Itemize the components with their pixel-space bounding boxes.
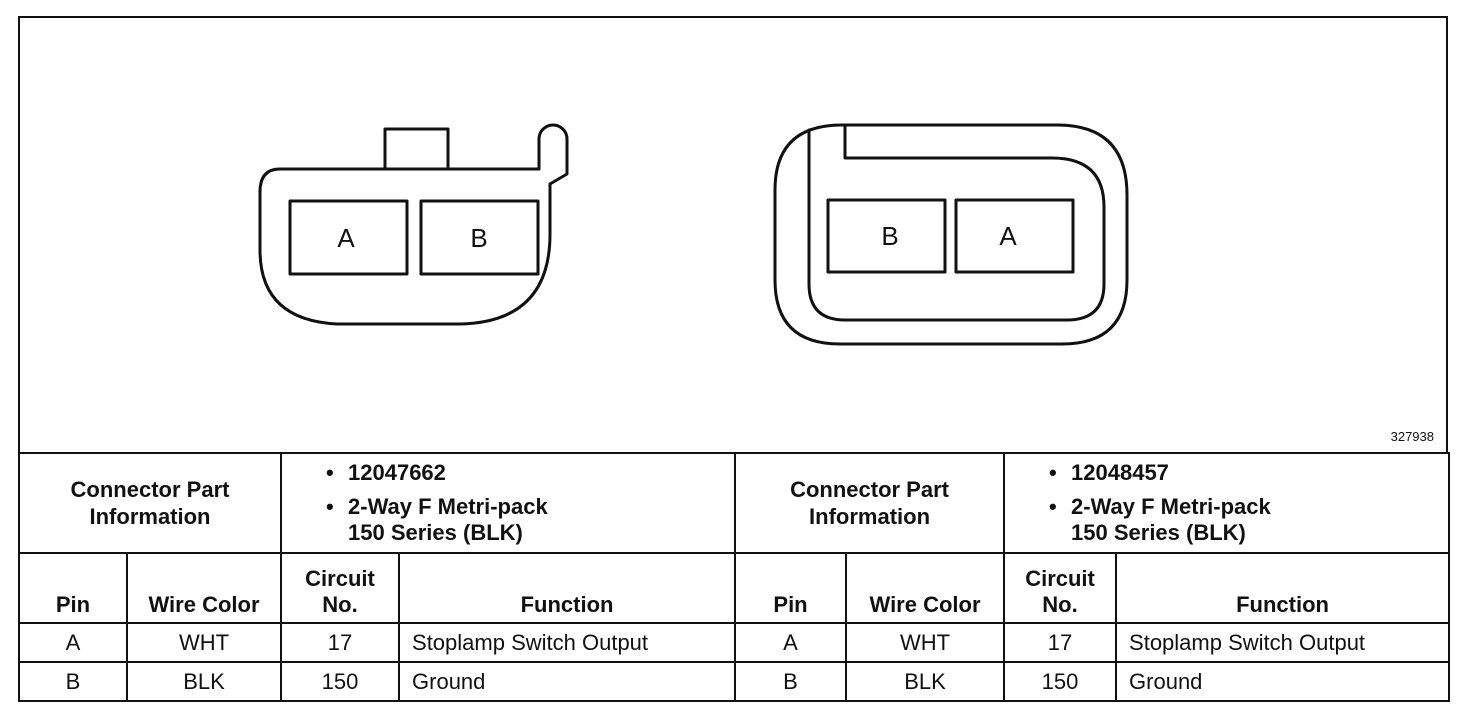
left-part-info-header: Connector Part Information <box>17 452 283 554</box>
connector-right-outline <box>773 123 1129 346</box>
left-col-function: Function <box>398 552 737 624</box>
connector-left-cavity-a <box>288 199 409 276</box>
left-row-a-wire-color: WHT <box>125 622 283 663</box>
connector-diagram: A B B A 327938 <box>18 16 1448 452</box>
right-part-number: 12048457 <box>1045 460 1448 486</box>
left-row-b-wire-color: BLK <box>125 661 283 702</box>
connector-info-table: Connector Part Information 12047662 2-Wa… <box>17 452 1451 702</box>
right-row-b-circuit: 150 <box>1003 661 1118 702</box>
connector-left-outline <box>258 123 569 326</box>
table-row: B BLK 150 Ground B BLK 150 Ground <box>18 661 1451 702</box>
left-row-a-pin: A <box>18 622 128 663</box>
right-row-b-wire-color: BLK <box>845 661 1006 702</box>
left-col-circuit-line2: No. <box>322 592 358 617</box>
right-row-b-pin: B <box>734 661 848 702</box>
left-part-info-header-line1: Connector Part <box>70 477 230 502</box>
left-row-b-circuit: 150 <box>280 661 401 702</box>
connector-diagram-svg: A B B A <box>258 123 1129 346</box>
connector-right-cavity-a <box>954 198 1075 274</box>
left-part-info: 12047662 2-Way F Metri-pack 150 Series (… <box>280 452 737 554</box>
left-col-circuit-line1: Circuit <box>305 566 375 591</box>
connector-right-cavity-b <box>826 198 947 274</box>
left-col-wire-color: Wire Color <box>125 552 283 624</box>
figure-id: 327938 <box>1390 429 1434 444</box>
right-row-a-circuit: 17 <box>1003 622 1118 663</box>
right-part-info-header-line1: Connector Part <box>790 477 949 502</box>
right-part-desc-line2: 150 Series (BLK) <box>1071 520 1246 545</box>
right-part-info-header: Connector Part Information <box>734 452 1006 554</box>
left-part-desc-line2: 150 Series (BLK) <box>348 520 523 545</box>
right-col-wire-color: Wire Color <box>845 552 1006 624</box>
connector-right-pin-label-2: A <box>999 221 1017 251</box>
connector-left-cavity-b <box>419 199 540 276</box>
left-row-a-function: Stoplamp Switch Output <box>398 622 737 663</box>
left-col-circuit: Circuit No. <box>280 552 401 624</box>
left-row-a-circuit: 17 <box>280 622 401 663</box>
left-row-b-pin: B <box>18 661 128 702</box>
left-part-info-header-line2: Information <box>89 504 211 529</box>
right-col-pin: Pin <box>734 552 848 624</box>
right-col-circuit-line1: Circuit <box>1025 566 1095 591</box>
right-part-info: 12048457 2-Way F Metri-pack 150 Series (… <box>1003 452 1451 554</box>
right-col-circuit-line2: No. <box>1042 592 1078 617</box>
right-col-function: Function <box>1115 552 1451 624</box>
connector-right-pin-label-1: B <box>881 221 898 251</box>
right-row-b-function: Ground <box>1115 661 1451 702</box>
table-row: A WHT 17 Stoplamp Switch Output A WHT 17… <box>18 622 1451 663</box>
connector-left-pin-label-2: B <box>470 223 487 253</box>
left-part-desc-line1: 2-Way F Metri-pack <box>322 494 734 520</box>
column-header-row: Pin Wire Color Circuit No. Function Pin … <box>18 552 1451 624</box>
right-row-a-function: Stoplamp Switch Output <box>1115 622 1451 663</box>
left-row-b-function: Ground <box>398 661 737 702</box>
right-row-a-wire-color: WHT <box>845 622 1006 663</box>
connector-left-pin-label-1: A <box>337 223 355 253</box>
right-part-info-header-line2: Information <box>809 504 931 529</box>
right-part-desc-line1: 2-Way F Metri-pack <box>1045 494 1448 520</box>
right-col-circuit: Circuit No. <box>1003 552 1118 624</box>
left-col-pin: Pin <box>18 552 128 624</box>
part-info-row: Connector Part Information 12047662 2-Wa… <box>17 452 1451 554</box>
right-row-a-pin: A <box>734 622 848 663</box>
left-part-number: 12047662 <box>322 460 734 486</box>
